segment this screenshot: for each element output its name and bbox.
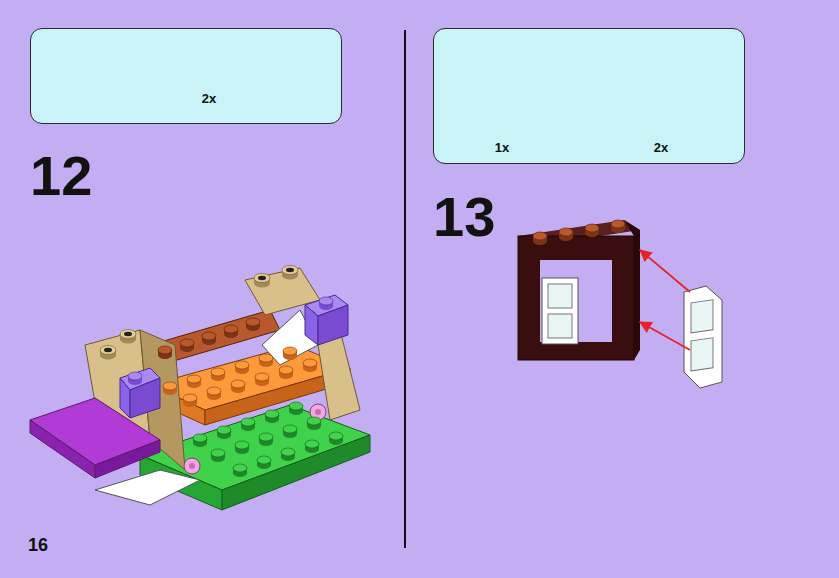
quantity-label: 2x bbox=[202, 91, 216, 106]
step-number: 12 bbox=[30, 148, 92, 204]
window-pane-part bbox=[684, 286, 722, 388]
insertion-arrows bbox=[640, 250, 690, 350]
quantity-label: 1x bbox=[495, 140, 509, 155]
quantity-label: 2x bbox=[654, 140, 668, 155]
page-number: 16 bbox=[28, 536, 48, 554]
divider-line bbox=[404, 30, 406, 548]
step-13-model bbox=[518, 220, 640, 360]
parts-callout-box: 2x bbox=[30, 28, 342, 124]
parts-callout-box: 1x 2x bbox=[433, 28, 745, 164]
step-12-model bbox=[30, 266, 370, 511]
step-number: 13 bbox=[433, 189, 495, 245]
